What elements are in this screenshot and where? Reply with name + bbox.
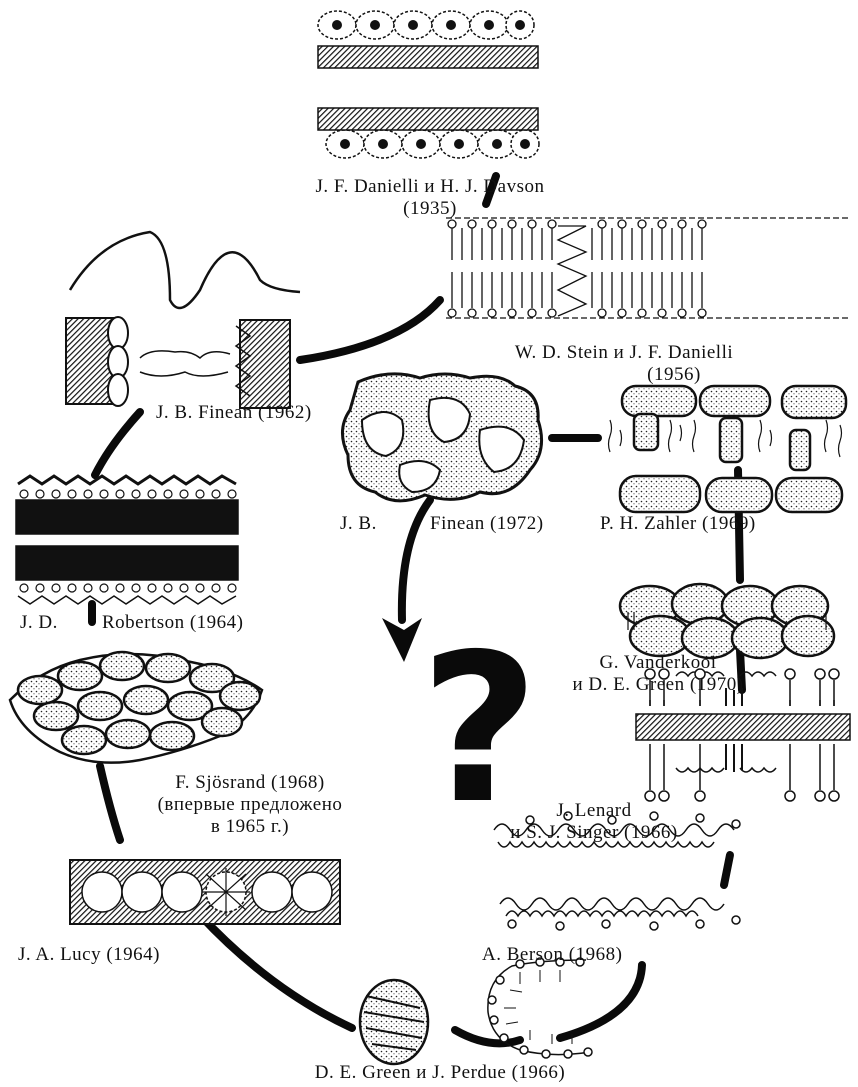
caption-berson: A. Berson (1968) (482, 944, 622, 966)
caption-robertson-left: J. D. (20, 612, 58, 634)
caption-danielli-davson-authors: J. F. Danielli и H. J. Davson (260, 176, 600, 198)
caption-finean-1962: J. B. Finean (1962) (156, 402, 312, 424)
caption-danielli-davson: J. F. Danielli и H. J. Davson (1935) (320, 176, 540, 220)
caption-green-perdue: D. E. Green и J. Perdue (1966) (230, 1062, 650, 1084)
caption-sjostrand-line2: (впервые предложено (130, 794, 370, 816)
link-finean1962-robertson (95, 412, 140, 475)
finean-1972-figure (342, 374, 541, 501)
caption-sjostrand-line3: в 1965 г.) (130, 816, 370, 838)
caption-stein-danielli-year: (1956) (544, 364, 804, 386)
link-berson-curve (560, 965, 642, 1038)
lucy-figure (70, 860, 340, 924)
caption-finean-1972-left: J. B. (340, 513, 377, 535)
caption-sjostrand: F. Sjösrand (1968) (впервые предложено в… (130, 772, 370, 838)
link-lenard-berson (724, 855, 730, 885)
caption-vanderkooi-line2: и D. E. Green (1970) (558, 674, 758, 696)
caption-stein-danielli: W. D. Stein и J. F. Danielli (1956) (444, 342, 804, 386)
caption-sjostrand-line1: F. Sjösrand (1968) (130, 772, 370, 794)
link-sjostrand-lucy (100, 766, 120, 840)
caption-vanderkooi-green: G. Vanderkooi и D. E. Green (1970) (558, 652, 758, 696)
link-green-berson-bottom (455, 1030, 520, 1043)
vanderkooi-green-figure (620, 584, 834, 658)
sjostrand-figure (10, 652, 262, 763)
caption-robertson-right: Robertson (1964) (102, 612, 244, 634)
zahler-figure (609, 386, 847, 512)
caption-danielli-davson-year: (1935) (320, 198, 540, 220)
stein-danielli-figure (446, 218, 850, 318)
danielli-davson-figure (318, 11, 539, 158)
link-stein-finean1962 (300, 300, 440, 360)
arrowhead (382, 618, 422, 662)
green-perdue-figure (360, 958, 592, 1064)
caption-vanderkooi-line1: G. Vanderkooi (558, 652, 758, 674)
link-lucy-green (200, 915, 352, 1028)
robertson-figure (16, 476, 238, 604)
finean-1962-figure (66, 232, 300, 408)
caption-lucy: J. A. Lucy (1964) (18, 944, 160, 966)
caption-finean-1972-right: Finean (1972) (430, 513, 544, 535)
question-mark-symbol: ? (420, 630, 539, 830)
link-finean72-arrow (402, 500, 430, 620)
caption-zahler: P. H. Zahler (1969) (600, 513, 756, 535)
caption-stein-danielli-authors: W. D. Stein и J. F. Danielli (444, 342, 804, 364)
